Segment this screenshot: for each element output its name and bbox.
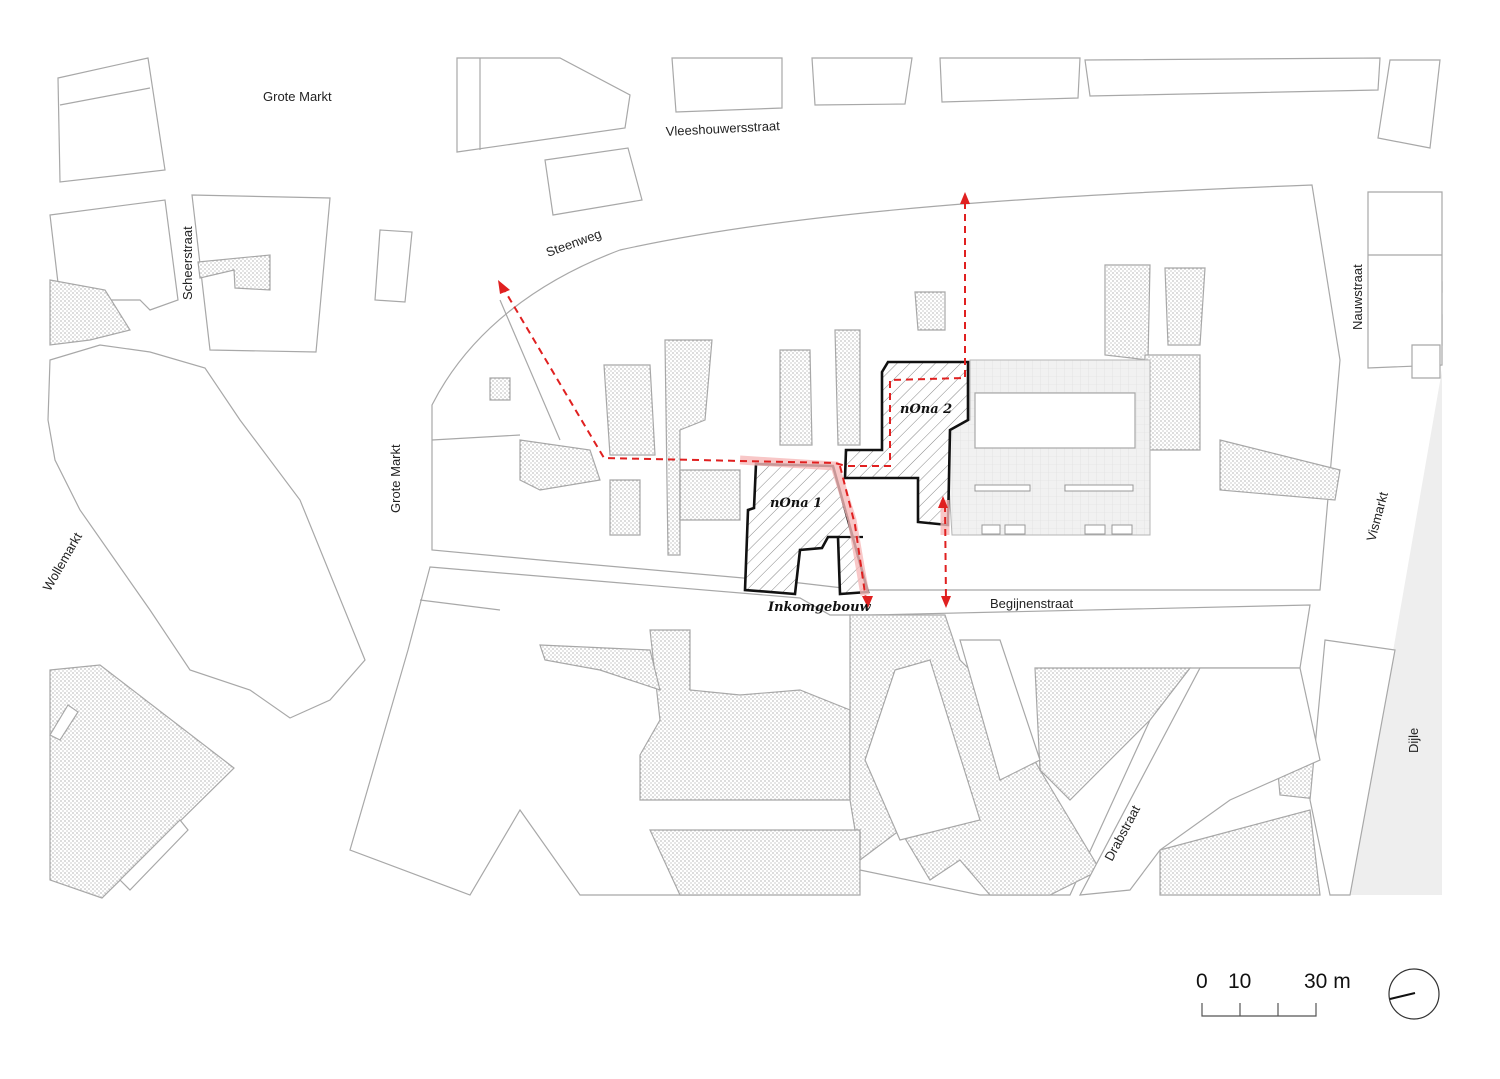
parcel xyxy=(49,704,79,741)
arrow-icon xyxy=(938,496,948,508)
north-arrow-icon xyxy=(1388,968,1440,1020)
label-vleeshouwersstraat: Vleeshouwersstraat xyxy=(665,118,780,139)
nona-2-outline xyxy=(843,360,970,527)
parcels-north xyxy=(456,57,1441,216)
label-inkomgebouw: Inkomgebouw xyxy=(767,600,872,615)
parcel xyxy=(119,819,189,891)
arrow-icon xyxy=(960,192,970,204)
label-vismarkt: Vismarkt xyxy=(1363,490,1391,543)
river-dijle xyxy=(1350,370,1442,895)
label-grote-markt-side: Grote Markt xyxy=(388,444,403,513)
scale-bar: 0 10 this 30 m xyxy=(1196,970,1351,1017)
label-begijnenstraat: Begijnenstraat xyxy=(990,596,1073,611)
label-nauwstraat: Nauwstraat xyxy=(1350,264,1365,330)
parcels-east xyxy=(1367,191,1443,379)
scale-tick-0: 0 xyxy=(1196,970,1208,993)
church-outline xyxy=(47,344,366,719)
parcels-south xyxy=(349,566,1396,896)
arrow-icon xyxy=(498,280,510,294)
scale-tick-10: 10 xyxy=(1228,970,1251,993)
parcels-northwest xyxy=(49,57,413,353)
hall-building xyxy=(974,392,1136,449)
arrow-icon xyxy=(941,596,951,608)
label-scheerstraat: Scheerstraat xyxy=(180,226,195,300)
circulation-routes xyxy=(498,192,970,608)
hall-openings xyxy=(974,484,1134,535)
label-grote-markt-top: Grote Markt xyxy=(263,89,332,104)
arrow-icon xyxy=(862,596,873,608)
label-steenweg: Steenweg xyxy=(544,226,603,260)
label-wollemarkt: Wollemarkt xyxy=(40,530,86,594)
scale-tick-30: 30 m xyxy=(1304,970,1351,993)
label-nona-2: nOna 2 xyxy=(900,402,952,417)
label-dijle: Dijle xyxy=(1406,728,1421,753)
label-nona-1: nOna 1 xyxy=(770,496,822,511)
